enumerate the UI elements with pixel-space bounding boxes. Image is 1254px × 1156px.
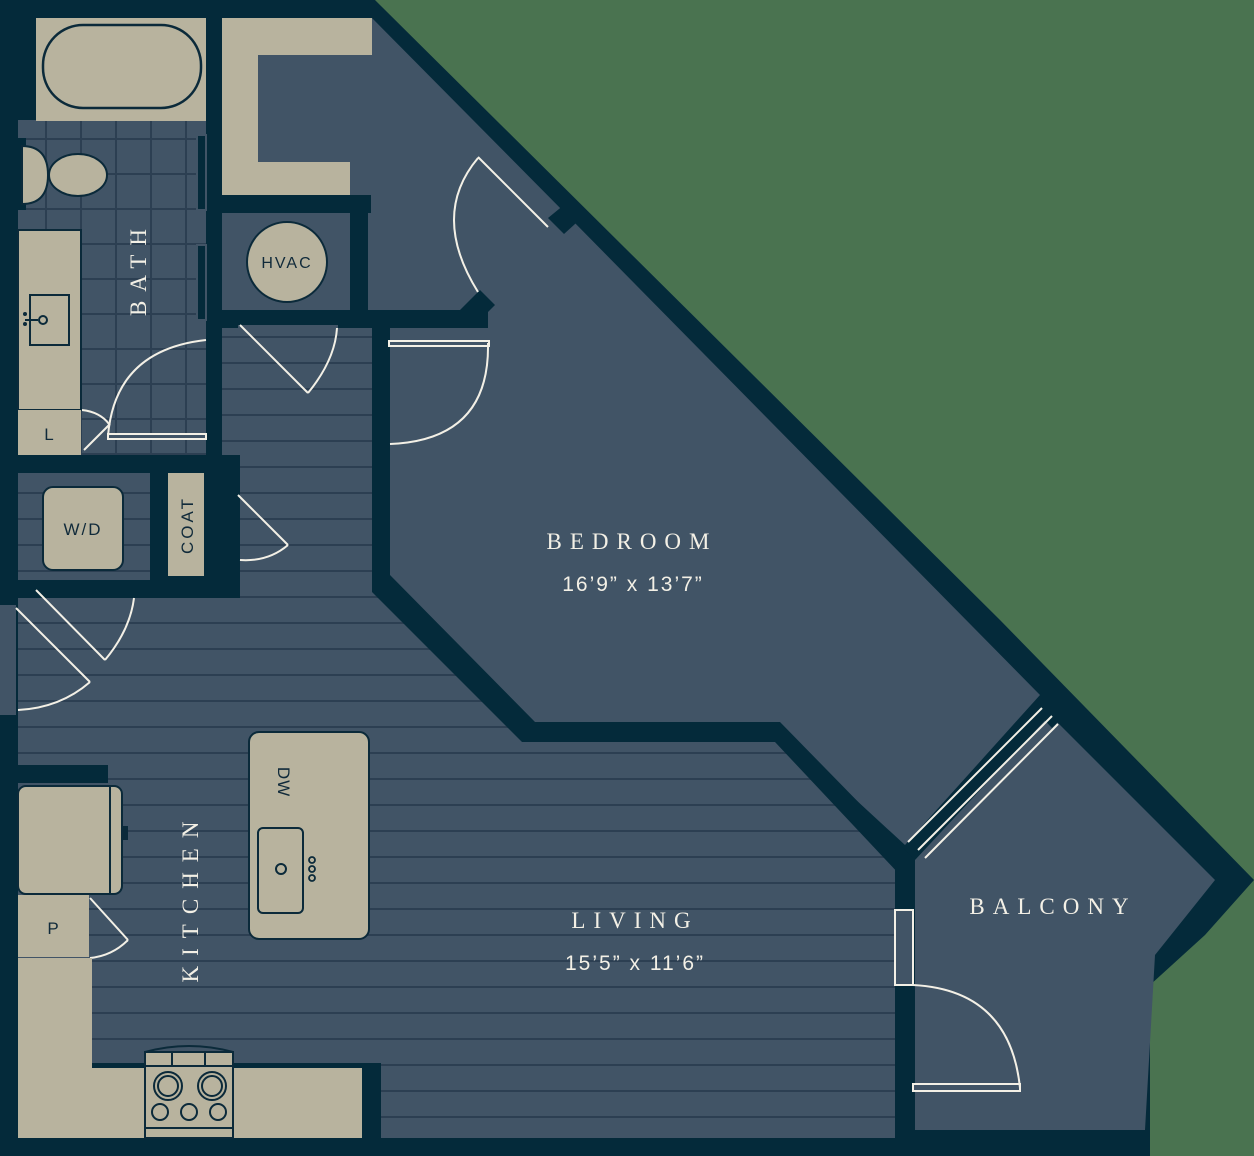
bedroom-door[interactable]	[388, 340, 490, 445]
bathtub	[36, 18, 206, 121]
pantry-door[interactable]	[89, 897, 129, 959]
living-balcony-window	[894, 909, 914, 986]
linen-closet[interactable]: L	[18, 410, 81, 455]
bath-shelf-upper	[196, 134, 207, 211]
bedroom-label: BEDROOM	[546, 529, 717, 554]
living-dimensions: 15’5” x 11’6”	[565, 952, 705, 975]
bedroom-dimensions: 16’9” x 13’7”	[562, 573, 704, 596]
washer-dryer-label: W/D	[63, 520, 102, 539]
hvac-door[interactable]	[239, 324, 338, 394]
living-floor	[18, 325, 895, 1138]
toilet	[18, 138, 108, 210]
closet-shelf	[222, 18, 372, 195]
refrigerator	[17, 785, 128, 895]
coat-label: COAT	[178, 496, 197, 554]
balcony-floor	[915, 715, 1215, 1130]
coat-door[interactable]	[237, 494, 289, 562]
bath-vanity	[17, 229, 82, 411]
laundry-door[interactable]	[35, 589, 135, 661]
dishwasher-label: DW	[274, 767, 293, 797]
pantry-label: P	[47, 919, 58, 938]
linen-label: L	[44, 425, 53, 444]
bath-label: BATH	[126, 220, 151, 316]
stove	[144, 1045, 234, 1139]
bath-door[interactable]	[107, 339, 207, 440]
coat-closet: COAT	[168, 473, 204, 576]
kitchen-label: KITCHEN	[178, 812, 203, 983]
entry-door[interactable]	[0, 605, 91, 715]
hvac-label: HVAC	[261, 255, 312, 272]
linen-door[interactable]	[81, 409, 111, 451]
pantry[interactable]: P	[18, 895, 89, 957]
washer-dryer: W/D	[42, 486, 124, 571]
bedroom-balcony-window	[907, 707, 1059, 859]
interior-walls	[0, 0, 1074, 1156]
balcony-door[interactable]	[912, 984, 1021, 1092]
bath-shelf-lower	[196, 244, 207, 321]
kitchen-counter	[18, 958, 362, 1138]
living-label: LIVING	[571, 908, 698, 933]
bedroom-closet-door[interactable]	[453, 156, 549, 293]
hvac-closet: HVAC	[222, 213, 350, 310]
kitchen-island: DW	[248, 731, 370, 940]
balcony-label: BALCONY	[969, 894, 1136, 919]
